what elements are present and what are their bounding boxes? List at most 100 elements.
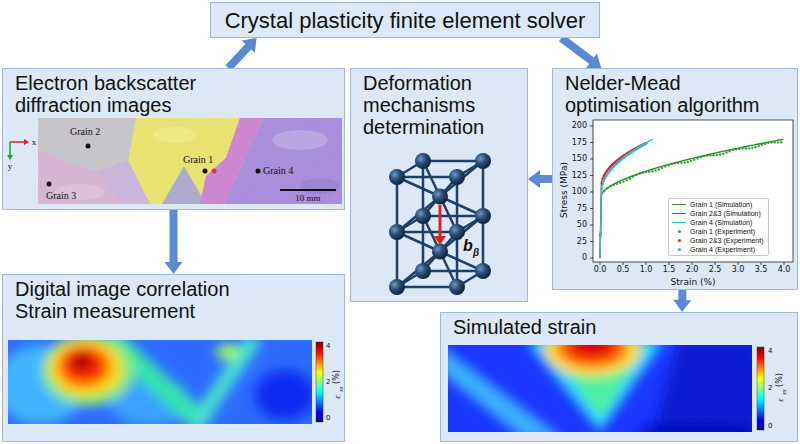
- experiment-point: [648, 171, 650, 173]
- experiment-point: [615, 163, 617, 165]
- experiment-point: [619, 160, 621, 162]
- lattice-bond: [456, 177, 459, 232]
- lattice-atom: [415, 153, 431, 169]
- axis-icon: [24, 139, 29, 145]
- arrow-shaft: [561, 38, 592, 61]
- lattice-bond: [423, 161, 440, 197]
- experiment-point: [680, 162, 682, 164]
- experiment-point: [635, 174, 637, 176]
- experiment-point: [638, 172, 640, 174]
- axis-icon: [7, 139, 29, 160]
- experiment-point: [633, 149, 635, 151]
- lattice-bond: [397, 232, 440, 252]
- tick-label: 3.0: [732, 265, 745, 274]
- legend-line-sample: [672, 218, 686, 227]
- lattice-bond: [397, 176, 457, 179]
- experiment-point: [621, 158, 623, 160]
- legend-label: Grain 1 (Experiment): [690, 227, 755, 236]
- axis-tick: [738, 262, 739, 265]
- experiment-point: [627, 152, 629, 154]
- experiment-point: [637, 147, 639, 149]
- lattice-atom: [449, 169, 465, 185]
- experiment-point: [674, 162, 676, 164]
- colorbar-tick: 4: [326, 342, 330, 350]
- colorbar: [316, 342, 323, 422]
- ebsd-map: [200, 118, 264, 204]
- experiment-point: [693, 159, 695, 161]
- axis-tick: [590, 175, 593, 176]
- axis-tick: [590, 258, 593, 259]
- experiment-point: [604, 177, 606, 179]
- tick-label: 175: [572, 138, 587, 147]
- grain-label: Grain 4: [263, 165, 293, 177]
- ebsd-map: [128, 118, 240, 204]
- experiment-point: [638, 146, 640, 148]
- experiment-point: [602, 177, 604, 179]
- axis-icon: [7, 155, 13, 160]
- experiment-point: [629, 152, 631, 154]
- dic-strain-map: [8, 340, 312, 424]
- lattice-atom: [432, 244, 448, 260]
- experiment-point: [641, 144, 643, 146]
- experiment-point: [613, 162, 615, 164]
- dic-strain-map: [195, 340, 255, 424]
- simulated-strain-map: [448, 345, 752, 432]
- colorbar: [757, 347, 764, 430]
- experiment-point: [619, 157, 621, 159]
- axis-tick: [590, 126, 593, 127]
- experiment-point: [619, 182, 621, 184]
- experiment-point: [608, 167, 610, 169]
- axis-tick: [590, 142, 593, 143]
- lattice-bond: [440, 252, 483, 272]
- experiment-point: [645, 142, 647, 144]
- lattice-atom: [389, 279, 405, 295]
- experiment-point: [610, 169, 612, 171]
- experiment-point: [661, 167, 663, 169]
- axis-tick: [590, 126, 784, 265]
- experiment-point: [626, 154, 628, 156]
- experiment-point: [651, 170, 653, 172]
- arrow-head: [586, 54, 601, 68]
- experiment-point: [606, 173, 608, 175]
- burgers-vector-subscript: β: [472, 247, 480, 259]
- simulated-strain-map: [650, 345, 752, 432]
- axis-label: x: [32, 137, 37, 147]
- flow-arrow: [528, 170, 552, 188]
- colorbar-tick: 2: [326, 378, 330, 386]
- crystal-lattice: [389, 153, 491, 295]
- experiment-point: [622, 180, 624, 182]
- experiment-point: [629, 177, 631, 179]
- experiment-point: [613, 184, 615, 186]
- experiment-point: [735, 148, 737, 150]
- experiment-point: [777, 141, 779, 143]
- experiment-point: [612, 166, 614, 168]
- experiment-point: [631, 150, 633, 152]
- experiment-point: [636, 147, 638, 149]
- experiment-point: [621, 156, 623, 158]
- experiment-point: [608, 170, 610, 172]
- experiment-point: [634, 149, 636, 151]
- experiment-point: [605, 175, 607, 177]
- experiment-point: [741, 147, 743, 149]
- tick-label: 200: [572, 121, 587, 130]
- legend-entry: Grain 4 (Simulation): [672, 218, 764, 227]
- experiment-point: [712, 154, 714, 156]
- experiment-point: [664, 165, 666, 167]
- stress-strain-chart: [593, 120, 793, 262]
- dic-strain-map: [42, 340, 134, 406]
- axis-tick: [600, 262, 601, 265]
- lattice-bond: [397, 231, 457, 234]
- colorbar-title: ε: [775, 398, 785, 402]
- experiment-point: [628, 151, 630, 153]
- arrow-head: [242, 38, 257, 53]
- experiment-point: [780, 141, 782, 143]
- box-heading: Strain measurement: [15, 300, 330, 322]
- experiment-point: [622, 157, 624, 159]
- ebsd-map: [272, 130, 328, 150]
- experiment-point: [640, 145, 642, 147]
- experiment-point: [690, 160, 692, 162]
- tick-label: 2.0: [686, 265, 699, 274]
